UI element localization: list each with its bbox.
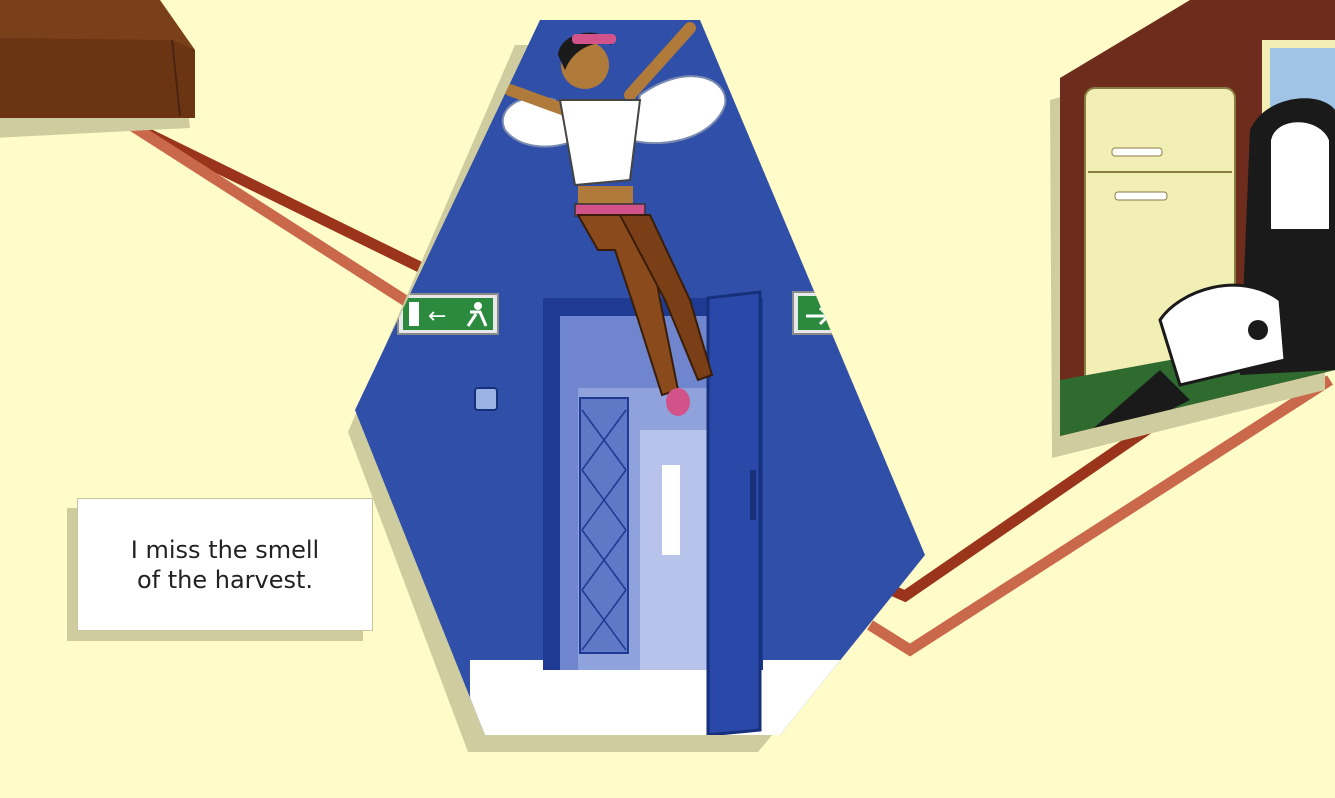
- panel-center-hallway: ←: [348, 20, 925, 752]
- exit-sign-left: ←: [397, 293, 499, 335]
- left-arrow-icon: ←: [428, 304, 446, 329]
- panel-connector-left: [107, 110, 433, 315]
- exit-sign-right: [792, 291, 854, 335]
- caption-line-1: I miss the smell: [130, 535, 320, 564]
- panel-left-partial: [0, 0, 195, 138]
- caption-box: I miss the smell of the harvest.: [77, 498, 373, 631]
- panel-right-kitchen: [1050, 0, 1335, 458]
- angel-figure: [502, 22, 727, 416]
- running-man-exit-icon: [474, 302, 482, 310]
- caption-line-2: of the harvest.: [136, 565, 314, 594]
- light-switch: [474, 387, 498, 411]
